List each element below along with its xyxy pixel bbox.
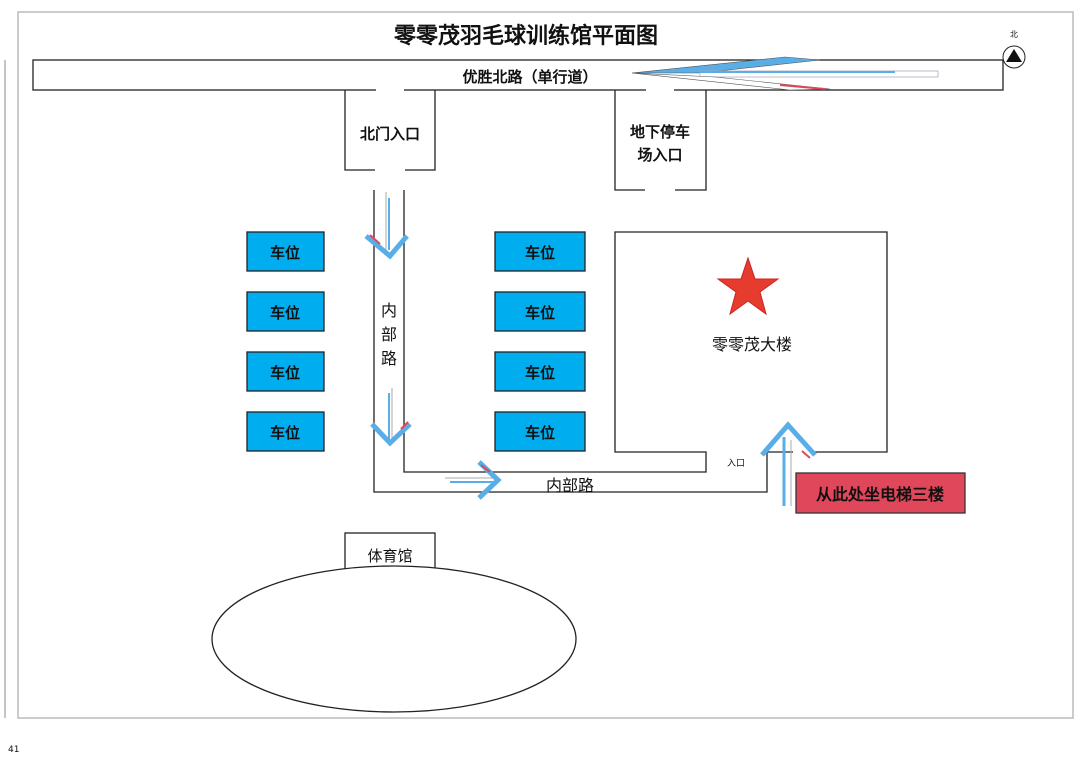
page-title: 零零茂羽毛球训练馆平面图 [393,23,658,49]
parking-space [246,291,325,332]
parking-label: 车位 [525,244,555,262]
page-frame [17,11,1074,719]
top-road [32,59,1004,91]
parking-left [246,231,325,452]
internal-road-label-v: 路 [381,349,397,368]
direction-arrow-left-icon [631,56,939,91]
internal-road-label-v: 内 [381,301,397,320]
parking-right [494,231,586,452]
parking-label: 车位 [270,304,300,322]
parking-space [246,231,325,272]
building-label: 零零茂大楼 [712,335,792,354]
parking-label: 车位 [270,244,300,262]
parking-entrance-label-1: 地下停车 [630,123,690,141]
parking-label: 车位 [525,364,555,382]
parking-space [494,291,586,332]
parking-label: 车位 [525,304,555,322]
internal-road-label-h: 内部路 [546,476,594,495]
internal-road-label-v: 部 [381,325,397,344]
north-gate-label: 北门入口 [360,125,420,143]
parking-space [494,351,586,392]
arrow-right-icon [445,460,502,500]
arrow-down-icon [364,192,409,260]
parking-entrance-label-2: 场入口 [637,146,682,164]
gym-field [211,565,577,713]
page-number: 41 [8,745,19,755]
top-road-label: 优胜北路（单行道） [462,68,597,86]
north-label: 北 [1010,30,1018,39]
elevator-note-box [795,472,966,514]
parking-label: 车位 [270,424,300,442]
star-icon [716,256,780,316]
gym-label: 体育馆 [367,547,412,565]
elevator-note: 从此处坐电梯三楼 [816,485,944,504]
parking-space [246,351,325,392]
gym-box [344,532,436,570]
internal-road [373,190,888,493]
underground-parking-entrance [614,90,707,191]
parking-label: 车位 [270,364,300,382]
arrow-down-icon [370,388,412,447]
north-gate [344,90,436,171]
north-arrow-icon [1002,45,1026,69]
arrow-up-icon [760,421,817,506]
parking-space [246,411,325,452]
entrance-label: 入口 [727,458,745,469]
parking-space [494,411,586,452]
parking-label: 车位 [525,424,555,442]
parking-space [494,231,586,272]
